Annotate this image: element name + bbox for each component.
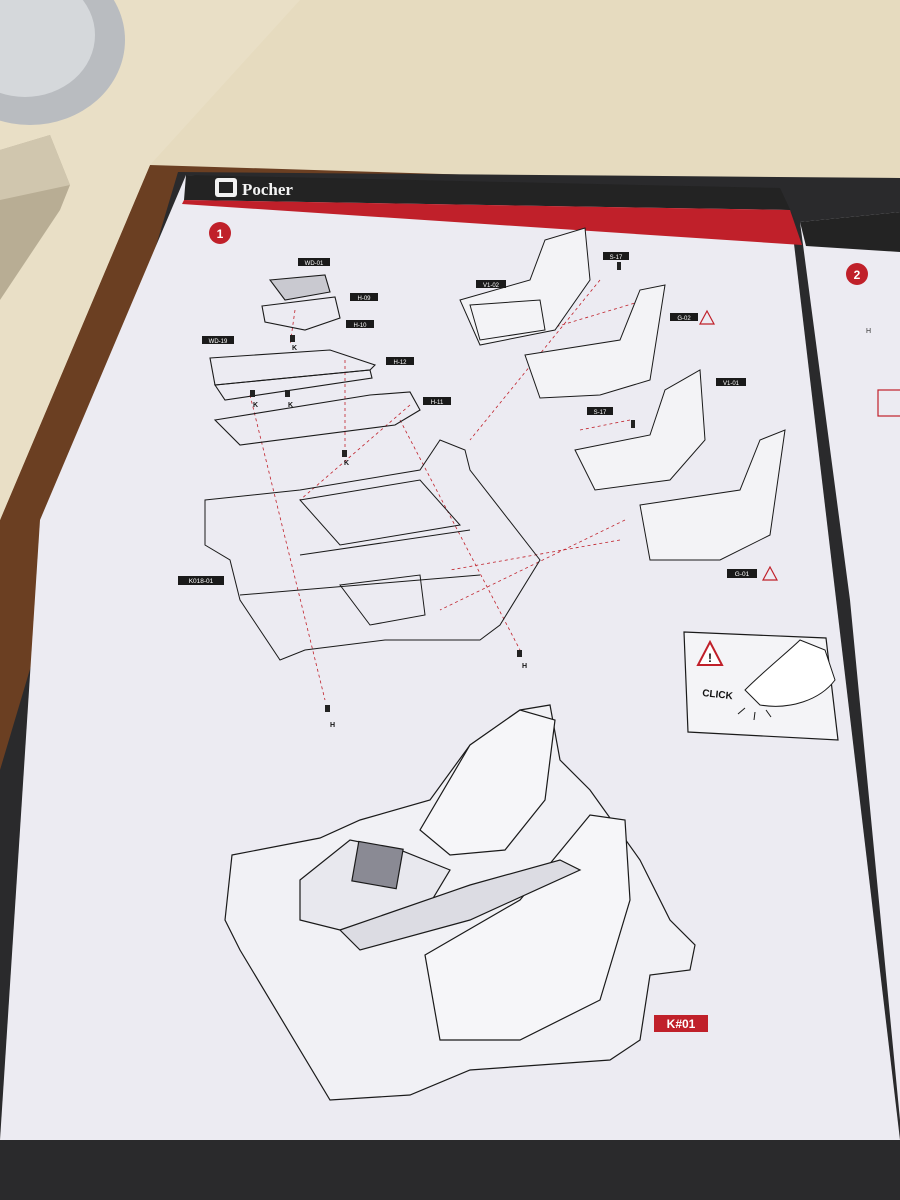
tag-g-02: G-02 xyxy=(677,316,691,322)
next-step-number: 2 xyxy=(854,268,861,282)
screw-h-label: H xyxy=(522,663,527,670)
tag-wd-01: WD-01 xyxy=(305,261,324,267)
desk-surface xyxy=(0,0,900,520)
seat-v1-02 xyxy=(459,227,591,346)
screws xyxy=(250,262,635,712)
tag-g-01: G-01 xyxy=(735,571,750,578)
click-label: CLICK xyxy=(702,688,734,702)
screw-k-label: K xyxy=(288,402,293,409)
warning-icon xyxy=(696,639,724,666)
brand-text: Pocher xyxy=(242,180,293,199)
part-tags: WD-01 H-09 H-10 WD-19 H-12 H-11 K018-01 … xyxy=(178,252,757,585)
tag-h-09: H-09 xyxy=(357,296,371,302)
next-page xyxy=(800,212,900,1120)
tag-v1-01: V1-01 xyxy=(723,381,740,387)
tag-s-17-upper: S-17 xyxy=(610,255,623,261)
tag-v1-02: V1-02 xyxy=(483,283,500,289)
pocher-logo xyxy=(215,178,237,197)
svg-text:!: ! xyxy=(708,651,712,665)
floor-pan xyxy=(204,439,541,661)
seat-v1-01 xyxy=(574,369,706,491)
console-parts xyxy=(209,274,421,446)
tag-wd-19: WD-19 xyxy=(209,339,228,345)
screw-k-label: K xyxy=(292,345,297,352)
tag-s-17-lower: S-17 xyxy=(594,410,607,416)
tag-h-10: H-10 xyxy=(353,323,367,329)
warning-icon xyxy=(698,309,779,581)
next-step-badge xyxy=(846,263,868,285)
screw-k-label: K xyxy=(344,460,349,467)
seat-g-02 xyxy=(524,284,666,399)
screw-k-label: K xyxy=(253,402,258,409)
finger-icon xyxy=(744,639,836,707)
tag-k018-01: K018-01 xyxy=(189,578,214,585)
header-band xyxy=(184,175,808,248)
next-page-screw-ref: H xyxy=(866,328,871,335)
assembled-cockpit xyxy=(224,704,696,1101)
step-number: 1 xyxy=(217,227,224,241)
result-tag-box xyxy=(654,1015,708,1032)
next-page-warning-box xyxy=(877,389,900,417)
tag-h-11: H-11 xyxy=(431,400,444,406)
seat-g-01 xyxy=(639,429,786,561)
step-badge xyxy=(209,222,231,244)
screw-h-label: H xyxy=(330,722,335,729)
tag-h-12: H-12 xyxy=(393,360,407,366)
result-tag: K#01 xyxy=(667,1017,696,1031)
press-lines-icon xyxy=(737,707,772,721)
click-notice-box: ! CLICK xyxy=(683,631,839,741)
